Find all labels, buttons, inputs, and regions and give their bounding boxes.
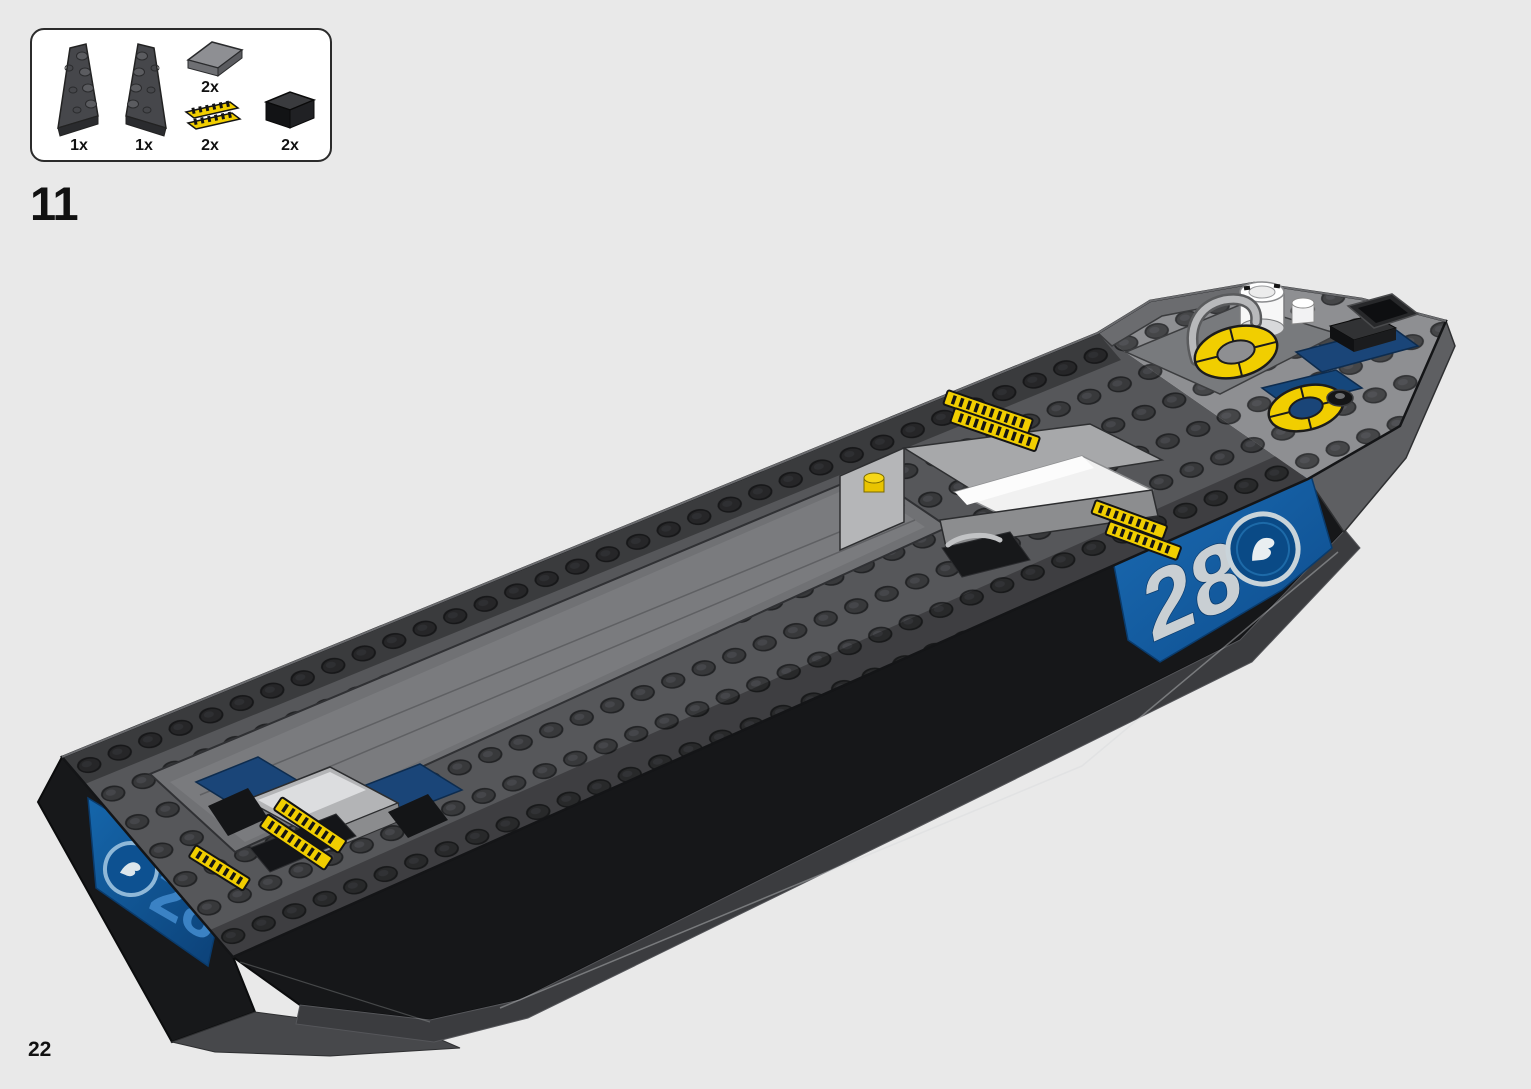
step-number: 11 [30,177,79,230]
wedge-plate-right-icon [125,43,167,137]
structure-left-wall [839,446,905,552]
stern-ramp-assembly [188,756,464,892]
life-ring-icon [1193,324,1279,380]
grille-yellow-icon [184,100,242,130]
stern-slope-left [208,788,268,836]
black-round-piece [1326,389,1354,407]
part-qty-label: 2x [201,137,219,154]
handle-bar [1186,293,1263,366]
small-white-cylinder [1291,297,1315,325]
parts-box-graphics: 1x 1x 2x 2x 2x [57,41,317,154]
grille-strip [273,796,347,854]
bow-details [1186,281,1420,433]
grille-strip [259,813,333,871]
grille-strip [188,844,251,892]
parts-callout-box: 1x 1x 2x 2x 2x [30,28,332,162]
part-qty-label: 1x [135,137,153,154]
wedge-plate-left-icon [57,43,99,137]
deck-channel [148,471,951,854]
part-qty-label: 2x [201,79,219,96]
page-number: 22 [28,1038,52,1061]
grille-strip [949,407,1041,452]
stern-slope-right [388,794,448,838]
midship-structure [839,423,1182,578]
yellow-round-piece [863,472,885,493]
structure-ramp-panel [955,456,1094,505]
bow-windscreen [1346,293,1420,329]
grille-strip [1104,520,1182,561]
part-qty-label: 2x [281,137,299,154]
jurassic-logo-starboard [1225,511,1301,587]
structure-rail [945,532,1003,548]
windscreen-wedge-icon [186,41,244,77]
part-qty-label: 1x [70,137,88,154]
bracket-panel-icon [263,91,317,129]
